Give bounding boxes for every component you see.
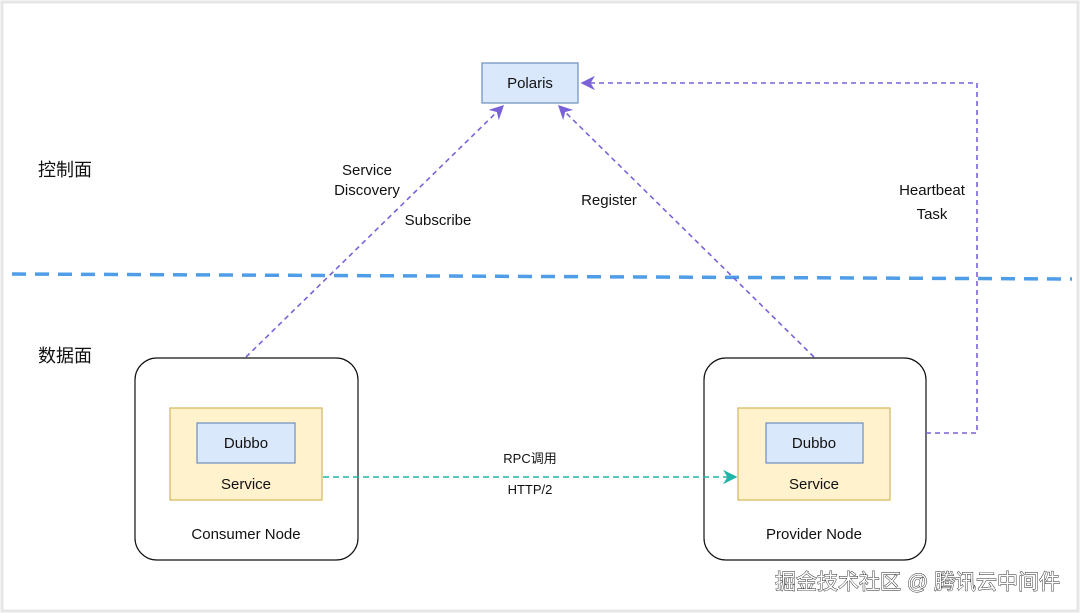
consumer-service-label: Service bbox=[221, 476, 271, 493]
heartbeat-label-2: Task bbox=[917, 206, 948, 223]
register-arrow bbox=[557, 104, 815, 358]
heartbeat-arrow bbox=[580, 75, 978, 434]
rpc-label-2: HTTP/2 bbox=[508, 482, 553, 497]
polaris-label: Polaris bbox=[507, 75, 553, 92]
plane-divider bbox=[11, 272, 1073, 281]
consumer-dubbo-box bbox=[196, 422, 296, 464]
provider-node: Dubbo Service Provider Node bbox=[703, 357, 927, 561]
polaris-node: Polaris bbox=[481, 62, 579, 104]
service-discovery-label-2: Discovery bbox=[334, 182, 400, 199]
provider-node-label: Provider Node bbox=[766, 526, 862, 543]
provider-dubbo-box bbox=[765, 422, 864, 464]
register-label: Register bbox=[581, 192, 637, 209]
service-discovery-label-1: Service bbox=[342, 162, 392, 179]
provider-service-label: Service bbox=[789, 476, 839, 493]
data-plane-label: 数据面 bbox=[38, 346, 92, 366]
service-discovery-arrow bbox=[245, 104, 505, 358]
rpc-label-1: RPC调用 bbox=[503, 451, 556, 466]
watermark: 掘金技术社区 @ 腾讯云中间件 bbox=[775, 571, 1060, 594]
subscribe-label: Subscribe bbox=[405, 212, 472, 229]
heartbeat-label-1: Heartbeat bbox=[899, 182, 966, 199]
consumer-node-label: Consumer Node bbox=[191, 526, 300, 543]
control-plane-label: 控制面 bbox=[38, 160, 92, 180]
provider-dubbo-label: Dubbo bbox=[792, 435, 836, 452]
consumer-node: Dubbo Service Consumer Node bbox=[134, 357, 359, 561]
consumer-dubbo-label: Dubbo bbox=[224, 435, 268, 452]
